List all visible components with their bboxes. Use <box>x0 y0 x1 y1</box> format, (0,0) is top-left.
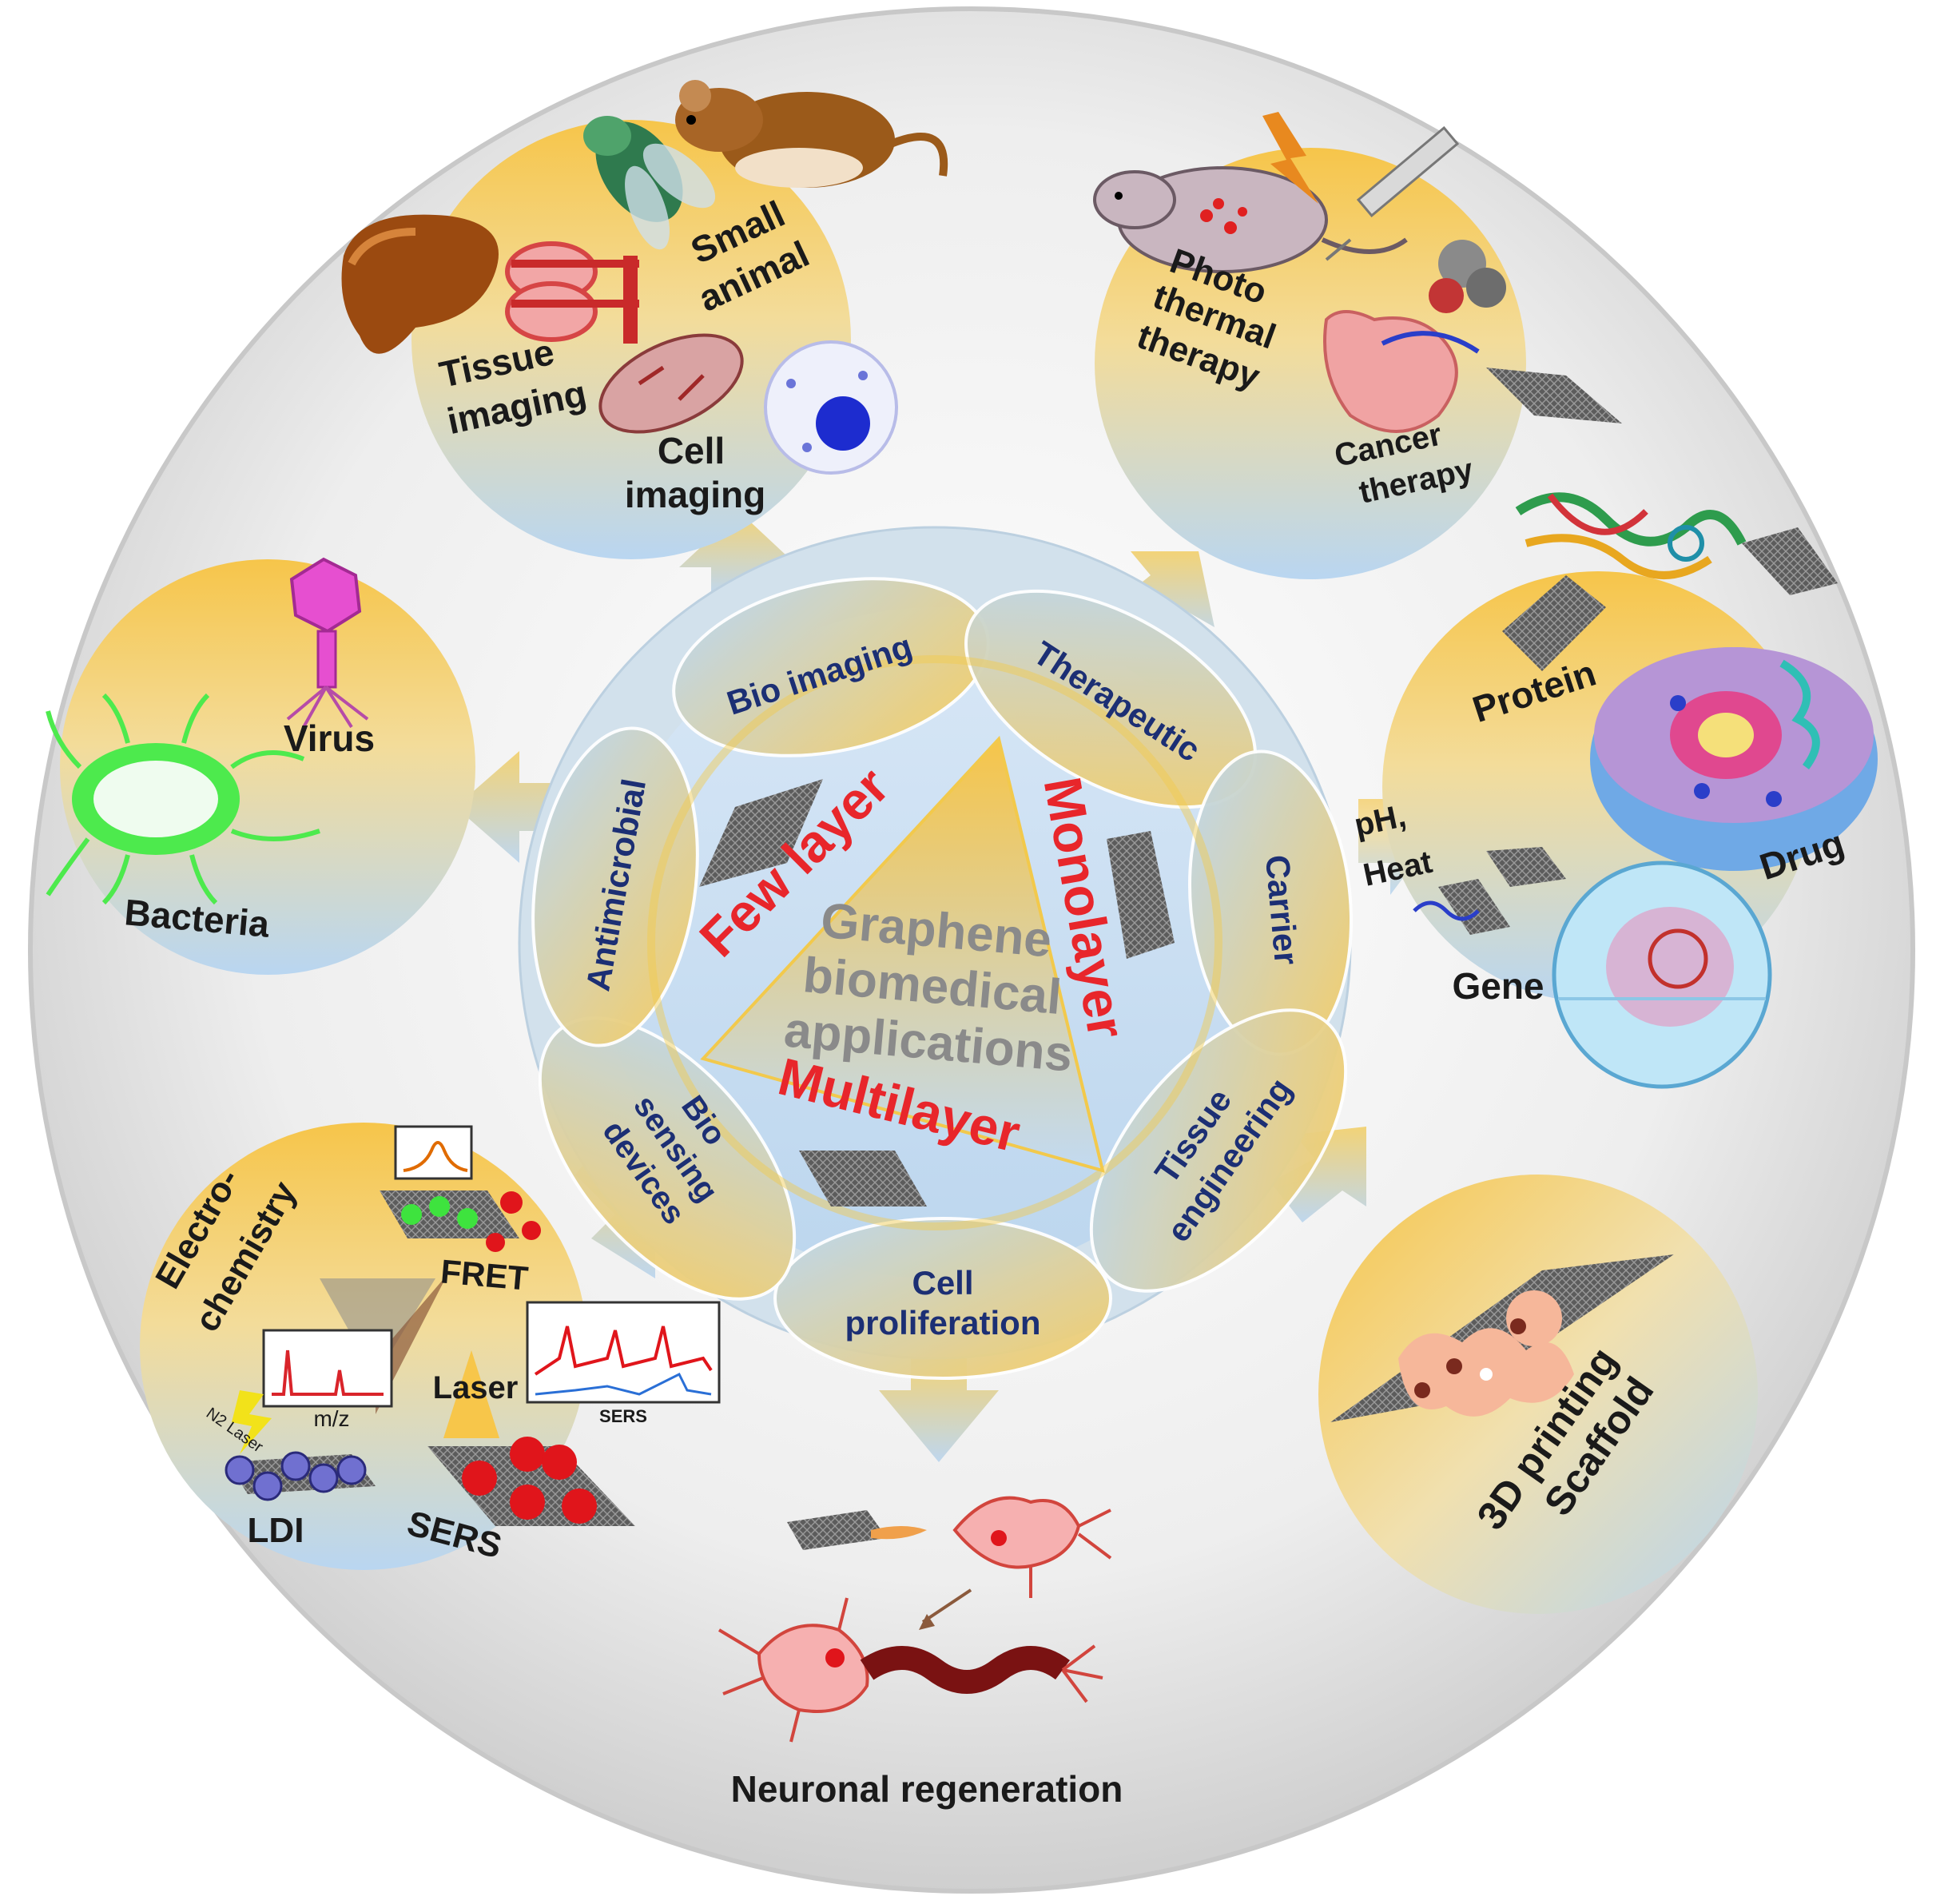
fret-red-star <box>486 1233 505 1252</box>
sers-red-particle <box>510 1437 545 1472</box>
petal-tissue-engineering[interactable] <box>1044 965 1394 1335</box>
virus-icon <box>286 557 369 729</box>
ldi-particle <box>280 1451 311 1481</box>
tissue-icon <box>505 241 639 344</box>
arrow-to-imaging <box>679 511 799 595</box>
fret-graphene-sheet-icon <box>380 1190 519 1238</box>
arrow-to-neuronal <box>879 1358 999 1462</box>
monolayer-sheet-icon <box>1107 831 1175 959</box>
cell-imaging-label-2: imaging <box>625 474 765 515</box>
drug-molecule-icon <box>1381 240 1506 354</box>
graphene-triangle <box>700 735 1105 1173</box>
sers-spectrum-curve-blue <box>535 1372 712 1396</box>
sers-red-particle <box>542 1445 577 1480</box>
laser-beam <box>443 1350 499 1438</box>
ldi-particle <box>308 1463 339 1493</box>
mouse-icon <box>675 80 948 188</box>
antimicrobial-circle <box>60 559 475 975</box>
fret-green-dot <box>457 1208 478 1229</box>
petal-cell-proliferation[interactable] <box>773 1217 1112 1380</box>
gene-cell-icon <box>1552 861 1772 1089</box>
few-layer-sheet-icon <box>699 779 823 887</box>
n2-laser-bolt-icon <box>232 1390 272 1454</box>
fly-icon <box>583 116 716 250</box>
petal-antimicrobial[interactable] <box>514 717 717 1056</box>
sers-red-particle <box>510 1485 545 1520</box>
virus-label: Virus <box>284 717 375 759</box>
mz-label: m/z <box>313 1406 349 1431</box>
drug-cell-icon <box>1590 647 1878 871</box>
antimicrobial-panel: Virus Bacteria <box>46 557 475 975</box>
cell-proliferation-label-2: proliferation <box>845 1304 1040 1342</box>
cell-icon-blue <box>764 340 898 475</box>
sers-spectrum-curve-red <box>534 1326 713 1376</box>
petal-bio-sensing[interactable] <box>492 973 843 1343</box>
carrier-panel: pH, Heat Protein Drug Gene <box>1351 492 1878 1089</box>
cell-icon-pink <box>598 333 744 434</box>
ldi-particle <box>225 1455 255 1485</box>
tumor-icon <box>1323 310 1458 433</box>
imaging-panel: Small animal Tissue imaging Cell imaging <box>341 80 948 559</box>
liver-icon <box>341 214 499 354</box>
rat-icon <box>1093 166 1408 273</box>
cell-proliferation-label-1: Cell <box>912 1264 973 1302</box>
protein-icon <box>1515 492 1747 579</box>
syringe-icon <box>1325 125 1460 261</box>
neuron-arrow-head <box>919 1614 935 1630</box>
sers-spectrum-box <box>526 1301 721 1404</box>
fret-green-dot <box>429 1196 450 1217</box>
therapy-graphene-sheet-icon <box>1486 368 1622 423</box>
bacteria-icon <box>46 693 320 905</box>
lightning-icon <box>1262 112 1318 204</box>
therapy-panel: Photo thermal therapy Cancer therapy <box>1093 112 1622 579</box>
laser-label: Laser <box>433 1370 519 1405</box>
multilayer-sheet-icon <box>799 1151 927 1206</box>
fret-spectrum-curve <box>403 1141 468 1172</box>
ldi-particle <box>336 1455 367 1485</box>
scaffold-tissue-icon <box>1398 1290 1574 1417</box>
protein-graphene-sheet-icon <box>1502 575 1606 671</box>
ldi-particle <box>252 1471 283 1501</box>
cell-imaging-label-1: Cell <box>658 430 725 471</box>
fret-red-star <box>522 1221 541 1240</box>
neuronal-panel: Neuronal regeneration <box>718 1496 1123 1810</box>
sers-small-label: SERS <box>599 1406 647 1426</box>
neuron-orange-tip <box>871 1526 927 1540</box>
neuronal-regeneration-label: Neuronal regeneration <box>731 1768 1123 1810</box>
ms-spectrum-curve <box>272 1349 384 1396</box>
sers-red-particle <box>462 1461 497 1496</box>
arrow-to-antimicrobial <box>455 751 551 863</box>
neuron-graphene-sheet-icon <box>787 1510 887 1550</box>
neuron-large-icon <box>718 1597 1103 1743</box>
drug-graphene-sheet-icon <box>1742 527 1838 595</box>
fret-red-star <box>500 1191 523 1214</box>
central-hub: Graphene biomedical applications Few lay… <box>492 526 1394 1380</box>
gene-graphene-sheet-1-icon <box>1486 847 1566 887</box>
scaffold-panel: 3D printing Scaffold <box>1318 1175 1758 1614</box>
ms-brown-wedge <box>376 1274 447 1414</box>
fret-label: FRET <box>439 1252 531 1297</box>
sers-red-particle <box>562 1489 597 1524</box>
neuron-arrow <box>921 1588 972 1624</box>
dna-strand-icon <box>1413 900 1480 921</box>
gene-label: Gene <box>1452 965 1544 1007</box>
fret-green-dot <box>401 1204 422 1225</box>
ldi-label: LDI <box>248 1511 304 1550</box>
hub-ring <box>647 655 1222 1230</box>
gene-graphene-sheet-2-icon <box>1438 879 1510 935</box>
sensing-panel: Electro- chemistry FRET Laser m/z SERS N… <box>140 1123 721 1570</box>
neuron-small-icon <box>952 1496 1112 1598</box>
